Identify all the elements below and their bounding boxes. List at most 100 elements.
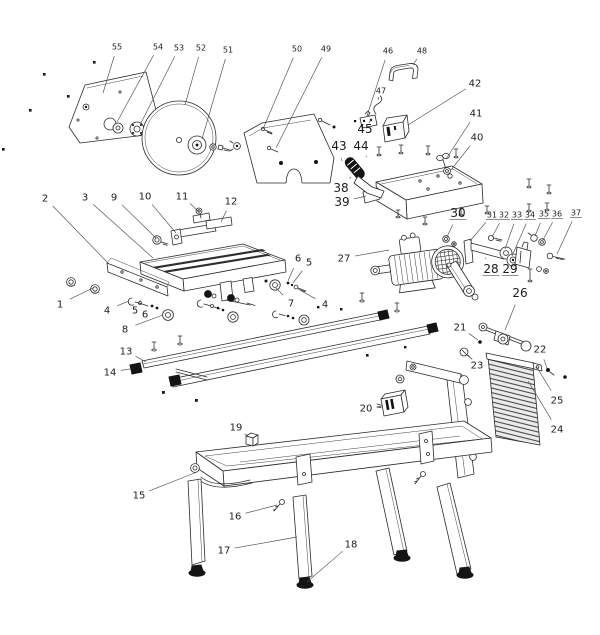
part-label-22: 22 <box>534 344 547 355</box>
leader-line-6 <box>150 305 152 307</box>
leader-line-27 <box>354 249 390 257</box>
water-pan-15 <box>190 420 493 488</box>
leader-line-54 <box>116 55 154 123</box>
part-label-54: 54 <box>153 43 163 52</box>
leader-line-42 <box>407 88 466 126</box>
leader-line-51 <box>201 58 226 140</box>
part-label-40: 40 <box>471 132 484 143</box>
part-label-27: 27 <box>338 253 351 264</box>
leader-line-46 <box>366 59 386 117</box>
leader-line-4 <box>297 288 316 299</box>
leader-line-12 <box>220 210 227 223</box>
part-label-26: 26 <box>512 286 527 300</box>
bolt-9 <box>152 235 169 246</box>
part-label-19: 19 <box>230 422 243 433</box>
rails-13-14 <box>129 309 439 388</box>
loose-bolts <box>151 144 552 352</box>
part-label-45: 45 <box>357 122 372 136</box>
leader-line-53 <box>139 56 176 126</box>
part-label-35: 35 <box>539 210 549 219</box>
leader-line-40 <box>450 145 471 171</box>
leader-line-15 <box>149 471 198 492</box>
part-label-5: 5 <box>306 257 312 268</box>
part-label-28: 28 <box>483 262 498 276</box>
part-label-51: 51 <box>223 46 233 55</box>
leader-line-50 <box>262 57 294 130</box>
part-label-17: 17 <box>218 545 231 556</box>
part-label-4: 4 <box>322 299 328 310</box>
part-label-12: 12 <box>225 196 238 207</box>
leader-line-52 <box>184 56 199 106</box>
part-label-50: 50 <box>292 45 302 54</box>
leader-line-33 <box>504 223 515 250</box>
part-label-11: 11 <box>176 191 189 202</box>
part-label-3: 3 <box>82 192 88 203</box>
part-label-21: 21 <box>454 322 467 333</box>
leader-line-26 <box>504 304 516 331</box>
motor-27 <box>370 232 465 294</box>
legs-16-18 <box>187 467 474 589</box>
part-label-16: 16 <box>229 511 242 522</box>
leader-line-8 <box>135 314 164 326</box>
part-label-9: 9 <box>111 192 117 203</box>
leader-line-48 <box>412 58 418 66</box>
leader-line-43 <box>341 158 343 162</box>
leader-line-24 <box>527 380 552 420</box>
leader-line-7 <box>275 287 284 296</box>
roller-26 <box>459 322 532 360</box>
part-label-41: 41 <box>470 108 483 119</box>
leader-line-22 <box>543 359 548 369</box>
leader-line-39 <box>354 195 367 200</box>
table-hardware-1-8 <box>66 277 310 326</box>
leader-line-49 <box>275 57 323 149</box>
leader-line-45 <box>368 118 373 124</box>
part-label-4: 4 <box>104 305 110 316</box>
leader-line-32 <box>491 223 500 238</box>
leader-line-1 <box>69 287 94 300</box>
carry-handle-48 <box>388 63 419 81</box>
leader-line-2 <box>52 205 109 264</box>
leader-line-25 <box>535 365 552 391</box>
grate-22-24-25 <box>485 352 567 446</box>
part-label-24: 24 <box>551 424 564 435</box>
leader-line-21 <box>468 333 479 341</box>
capacitor-42 <box>382 114 410 143</box>
leader-line-5 <box>138 300 141 304</box>
part-label-53: 53 <box>174 44 184 53</box>
leader-line-16 <box>245 504 278 514</box>
leader-line-14 <box>120 368 131 371</box>
damper-cylinder <box>446 260 479 301</box>
part-label-29: 29 <box>502 262 517 276</box>
leader-line-23 <box>467 354 470 358</box>
part-label-18: 18 <box>345 539 358 550</box>
part-label-10: 10 <box>139 191 152 202</box>
leader-line-5 <box>292 270 303 284</box>
leader-line-44 <box>365 155 367 158</box>
knob-bolt-40-41 <box>436 152 453 179</box>
part-label-7: 7 <box>288 298 294 309</box>
blade-washers-53-54 <box>103 117 145 137</box>
part-label-44: 44 <box>353 139 368 153</box>
part-label-34: 34 <box>525 211 535 220</box>
part-label-42: 42 <box>469 78 482 89</box>
blade-guard-49-50 <box>229 113 336 184</box>
sliding-table-2-3 <box>106 243 287 306</box>
part-label-6: 6 <box>142 309 148 320</box>
part-label-49: 49 <box>321 45 331 54</box>
part-label-15: 15 <box>133 490 146 501</box>
part-label-43: 43 <box>331 139 346 153</box>
leader-line-17 <box>234 536 298 549</box>
part-label-1: 1 <box>57 299 63 310</box>
part-label-31: 31 <box>487 211 497 220</box>
cutting-disc-52 <box>141 100 217 176</box>
part-label-23: 23 <box>471 360 484 371</box>
leader-line-41 <box>445 122 471 160</box>
part-label-38: 38 <box>333 181 348 195</box>
leader-line-13 <box>135 356 147 363</box>
leader-line-11 <box>189 203 200 213</box>
pivot-bracket-28-37 <box>442 232 566 283</box>
part-label-2: 2 <box>42 193 48 204</box>
leader-line-4 <box>117 300 130 307</box>
